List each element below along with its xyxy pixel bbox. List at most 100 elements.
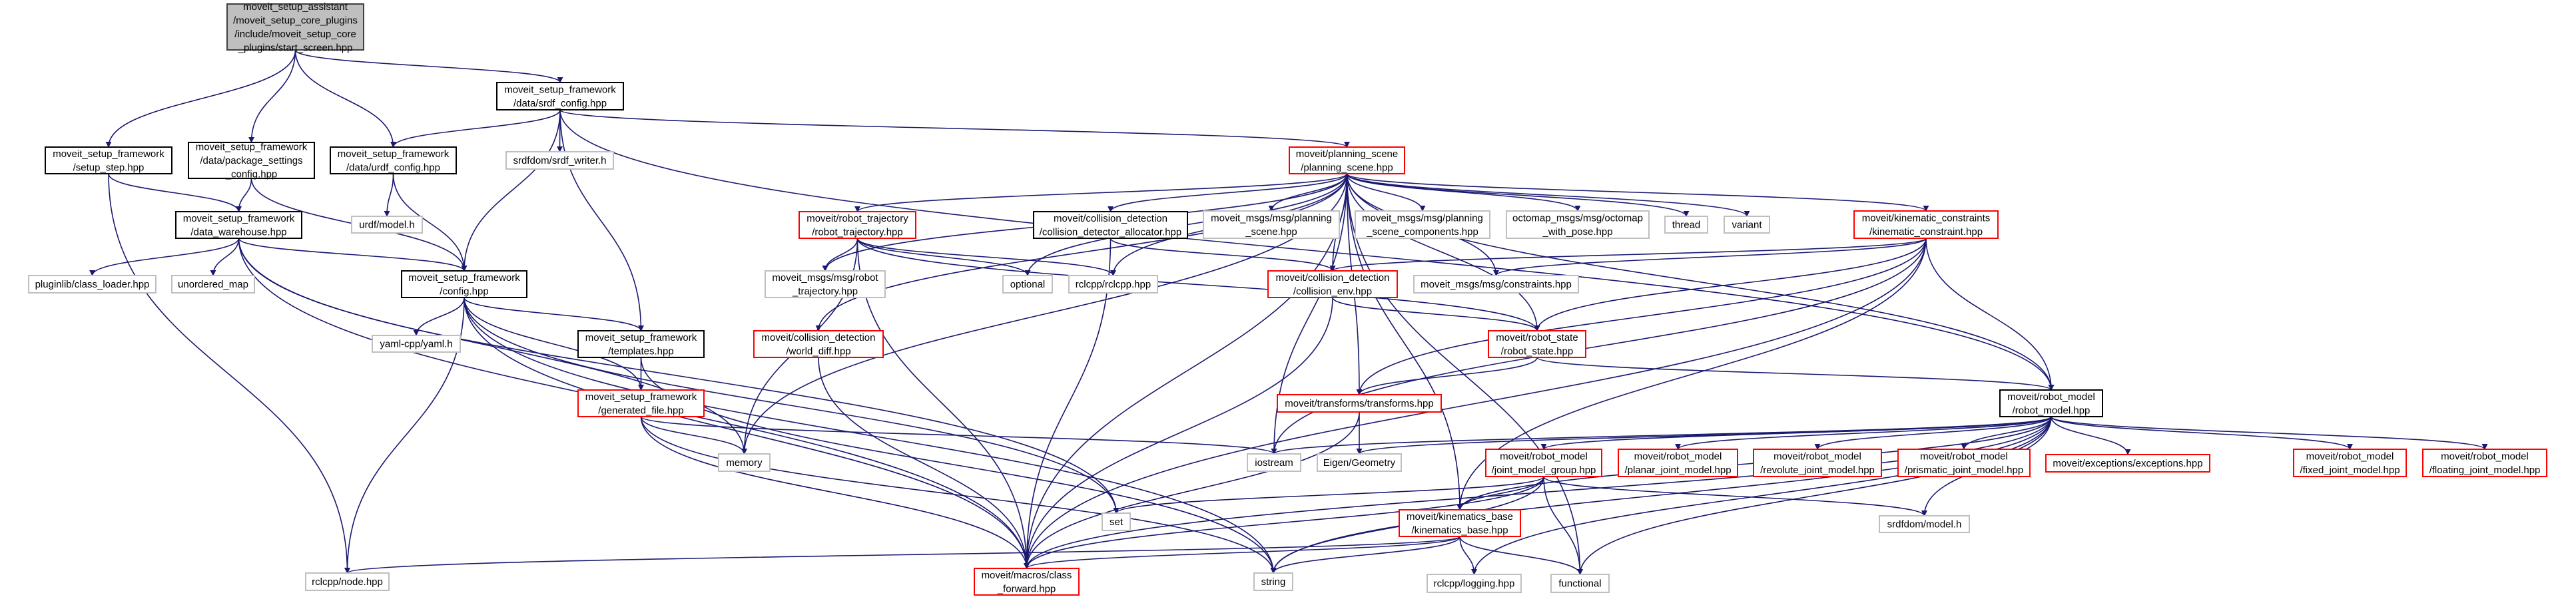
node-joint-model-group[interactable]: moveit/robot_model/joint_model_group.hpp [1485,449,1602,477]
edge-joint_model_group-to-kinematics_base [1456,476,1544,510]
node-templates[interactable]: moveit_setup_framework/templates.hpp [577,330,705,358]
node-label-line: optional [1010,279,1046,290]
node-revolute[interactable]: moveit/robot_model/revolute_joint_model.… [1753,449,1882,477]
edge-collision_detector_allocator-to-class_forward [1024,238,1112,569]
nodes-layer: moveit_setup_assistant/moveit_setup_core… [28,1,2547,596]
node-yaml[interactable]: yaml-cpp/yaml.h [372,335,461,353]
node-label-line: iostream [1255,457,1293,469]
edge-robot_state-to-transforms [1356,357,1538,395]
node-class-forward[interactable]: moveit/macros/class_forward.hpp [974,568,1080,596]
node-constraints[interactable]: moveit_msgs/msg/constraints.hpp [1413,275,1579,294]
node-transforms[interactable]: moveit/transforms/transforms.hpp [1277,394,1442,413]
edge-kinematic_constraint-to-robot_state [1534,238,1927,331]
node-label-line: /config.hpp [440,286,488,297]
edge-generated_file-to-class_forward [640,416,1030,569]
node-srdf-config[interactable]: moveit_setup_framework/data/srdf_config.… [496,82,624,110]
edge-planning_scene-to-world_diff [815,173,1348,331]
node-msgs-robot-trajectory[interactable]: moveit_msgs/msg/robot _trajectory.hpp [765,270,886,298]
edge-root-to-srdf_config [294,49,563,83]
node-box [1724,216,1770,234]
edge-planning_scene-to-octomap [1346,173,1581,212]
node-label-line: /joint_model_group.hpp [1492,465,1596,476]
node-kinematics-base[interactable]: moveit/kinematics_base/kinematics_base.h… [1399,509,1521,537]
edge-planning_scene-to-class_forward [1024,173,1348,569]
node-msgs-components[interactable]: moveit_msgs/msg/planning_scene_component… [1355,210,1490,239]
node-eigen[interactable]: Eigen/Geometry [1317,453,1402,472]
edge-kinematic_constraint-to-class_forward [1024,238,1927,569]
node-robot-trajectory[interactable]: moveit/robot_trajectory/robot_trajectory… [799,211,916,239]
node-rclcpp-node[interactable]: rclcpp/node.hpp [305,572,390,591]
node-box [505,151,614,170]
node-label-line: moveit_msgs/msg/constraints.hpp [1421,279,1572,290]
node-label-line: moveit/collision_detection [1054,213,1167,224]
node-functional[interactable]: functional [1550,574,1610,593]
node-fixed[interactable]: moveit/robot_model/fixed_joint_model.hpp [2293,449,2407,477]
node-label-line: /setup_step.hpp [73,162,145,173]
node-setup-step[interactable]: moveit_setup_framework/setup_step.hpp [45,146,172,174]
node-set[interactable]: set [1102,512,1131,531]
node-box [1247,453,1301,472]
node-prismatic[interactable]: moveit/robot_model/prismatic_joint_model… [1897,449,2031,477]
node-box [2422,449,2547,477]
node-srdf-writer[interactable]: srdfdom/srdf_writer.h [505,151,614,170]
node-label-line: /planar_joint_model.hpp [1624,465,1731,476]
node-label-line: moveit/exceptions/exceptions.hpp [2053,458,2202,469]
node-msgs-planning-scene[interactable]: moveit_msgs/msg/planning_scene.hpp [1203,210,1340,239]
node-string[interactable]: string [1253,572,1293,591]
edge-planning_scene-to-robot_trajectory [854,173,1348,212]
node-config[interactable]: moveit_setup_framework/config.hpp [401,270,527,298]
node-iostream[interactable]: iostream [1247,453,1301,472]
node-box [1002,275,1053,294]
node-floating[interactable]: moveit/robot_model/floating_joint_model.… [2422,449,2547,477]
node-label-line: /robot_trajectory.hpp [812,226,902,238]
edge-planning_scene-to-robot_state [1346,173,1540,331]
node-robot-model[interactable]: moveit/robot_model/robot_model.hpp [1999,389,2103,417]
node-label-line: /revolute_joint_model.hpp [1760,465,1875,476]
node-package-settings[interactable]: moveit_setup_framework/data/package_sett… [188,142,315,180]
edge-planning_scene-to-kinematics_base [1346,173,1463,510]
node-pluginlib[interactable]: pluginlib/class_loader.hpp [28,275,157,294]
node-label-line: moveit_setup_framework [504,84,616,95]
node-logging[interactable]: rclcpp/logging.hpp [1427,574,1522,593]
node-urdf-config[interactable]: moveit_setup_framework/data/urdf_config.… [330,146,457,174]
node-variant[interactable]: variant [1724,216,1770,234]
node-label-line: moveit/robot_trajectory [806,213,908,224]
edge-urdf_config-to-config [392,173,468,272]
node-octomap[interactable]: octomap_msgs/msg/octomap_with_pose.hpp [1506,210,1650,239]
node-label-line: moveit/kinematics_base [1407,511,1513,522]
node-label-line: moveit/robot_model [2306,451,2394,462]
edge-package_settings-to-data_warehouse [236,178,252,212]
node-label-line: moveit_msgs/msg/robot [772,272,878,284]
node-urdf-model-h[interactable]: urdf/model.h [351,216,423,234]
edge-root-to-setup_step [105,49,296,148]
edge-kinematics_base-to-rclcpp_node [344,536,1460,574]
node-planning-scene[interactable]: moveit/planning_scene/planning_scene.hpp [1289,146,1405,174]
node-label-line: urdf/model.h [359,220,414,231]
edge-robot_state-to-robot_model [1536,357,2055,391]
node-label-line: moveit_setup_framework [183,213,295,224]
node-collision-env[interactable]: moveit/collision_detection/collision_env… [1267,270,1398,298]
node-exceptions[interactable]: moveit/exceptions/exceptions.hpp [2045,454,2210,473]
node-kinematic-constraint[interactable]: moveit/kinematic_constraints/kinematic_c… [1853,210,1999,239]
node-box [1550,574,1610,593]
node-optional[interactable]: optional [1002,275,1053,294]
node-robot-state[interactable]: moveit/robot_state/robot_state.hpp [1488,330,1586,358]
node-label-line: _trajectory.hpp [792,286,858,297]
node-rclcpp-hpp[interactable]: rclcpp/rclcpp.hpp [1068,275,1158,294]
node-srdf-model-h[interactable]: srdfdom/model.h [1879,515,1970,533]
node-planar[interactable]: moveit/robot_model/planar_joint_model.hp… [1618,449,1738,477]
node-data-warehouse[interactable]: moveit_setup_framework/data_warehouse.hp… [175,211,302,239]
node-box [1488,330,1586,358]
node-memory[interactable]: memory [718,453,771,472]
node-label-line: set [1110,516,1124,528]
node-label-line: _forward.hpp [997,583,1056,594]
node-thread[interactable]: thread [1664,216,1708,234]
node-unordered-map[interactable]: unordered_map [171,275,255,294]
node-box [765,270,886,298]
node-generated-file[interactable]: moveit_setup_framework/generated_file.hp… [577,389,705,417]
node-world-diff[interactable]: moveit/collision_detection/world_diff.hp… [753,330,884,358]
edge-kinematic_constraint-to-transforms [1356,238,1927,395]
node-collision-detector-allocator[interactable]: moveit/collision_detection/collision_det… [1033,211,1188,239]
node-label-line: moveit/planning_scene [1296,148,1398,160]
node-label-line: moveit_setup_assistant [243,1,348,13]
